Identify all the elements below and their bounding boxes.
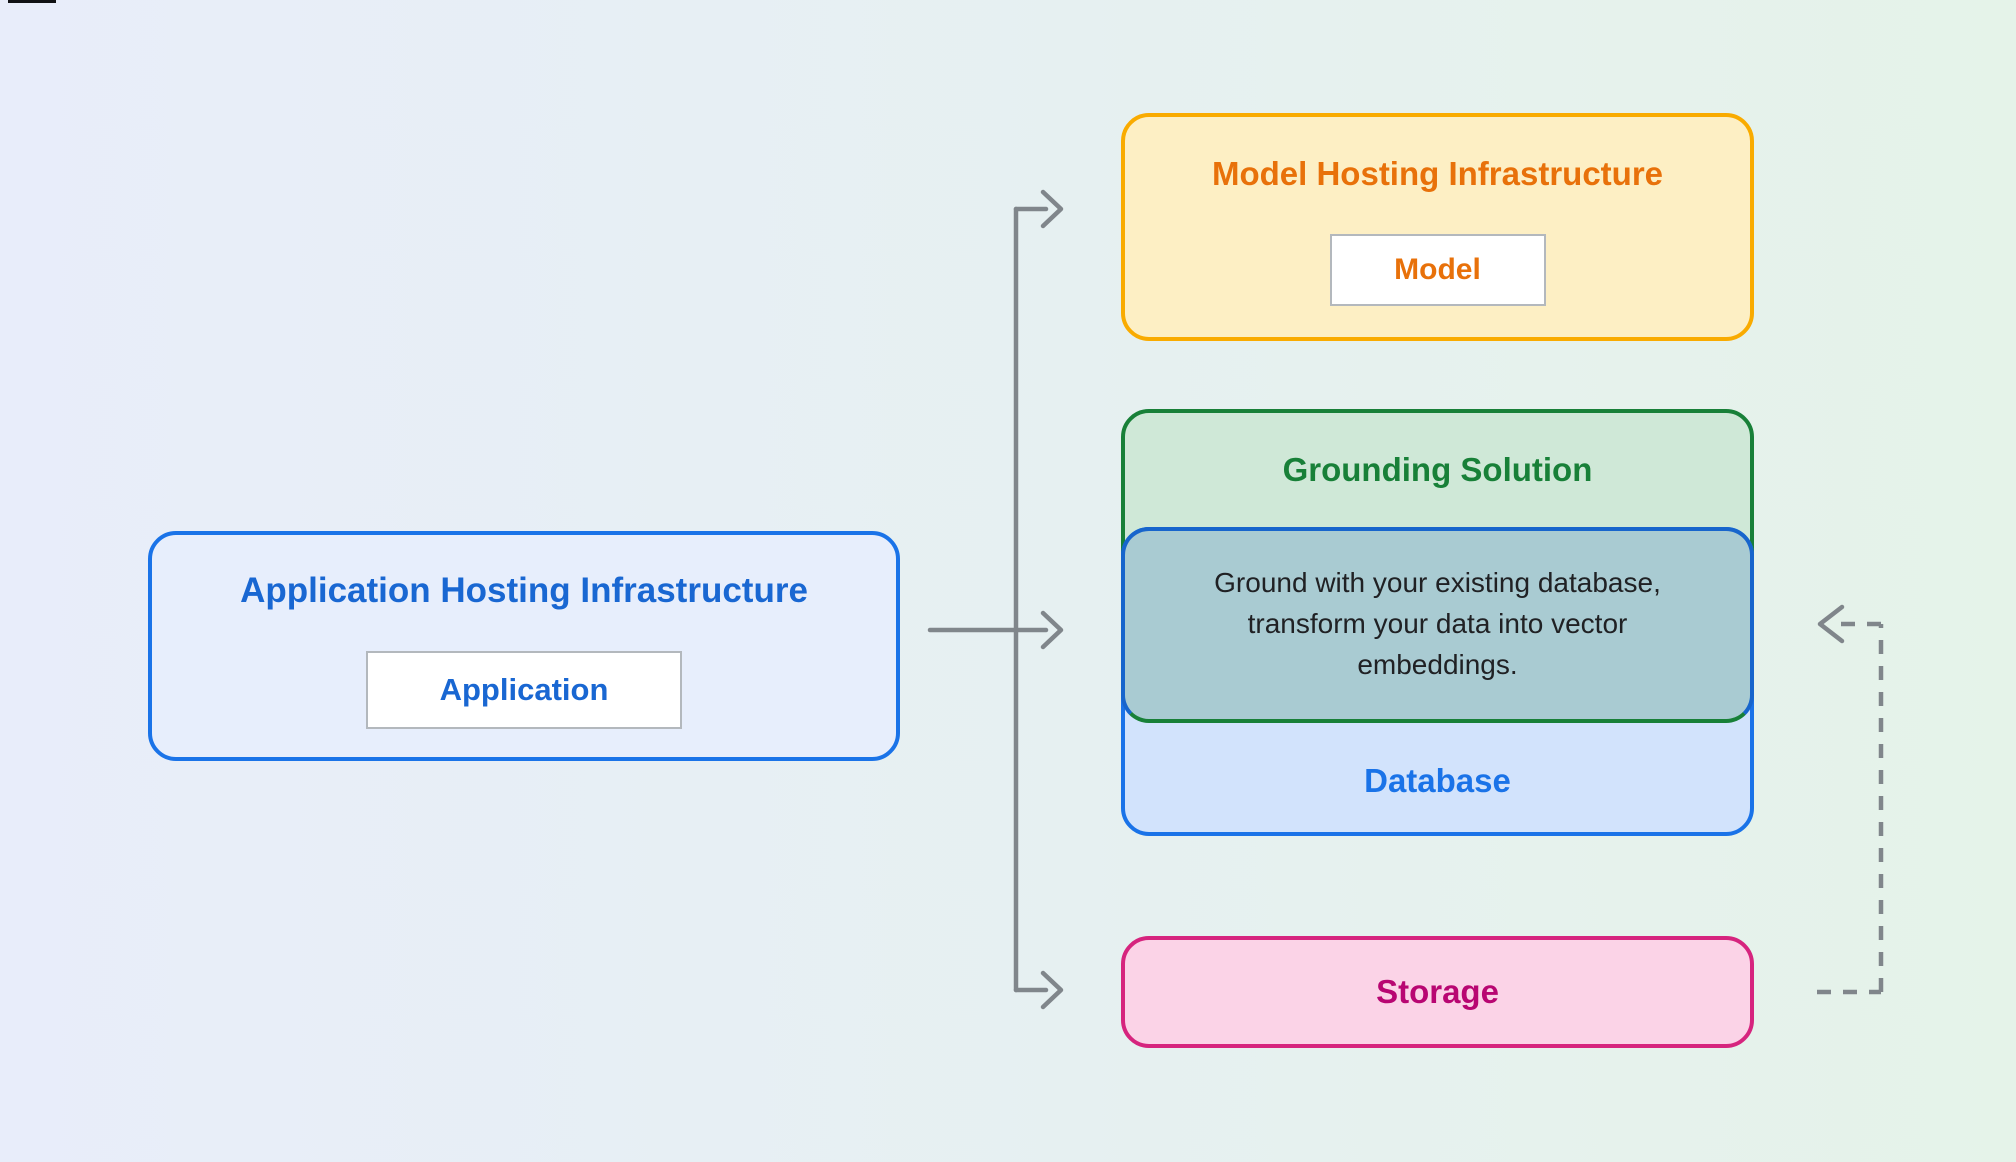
grounding-description: Ground with your existing database, tran…: [1214, 566, 1661, 680]
application-hosting-title: Application Hosting Infrastructure: [240, 571, 808, 610]
solid-branch-connector: [927, 189, 1064, 1010]
storage-label: Storage: [1376, 973, 1499, 1010]
application-hosting-box: Application Hosting Infrastructure Appli…: [148, 531, 900, 761]
application-chip: Application: [366, 651, 682, 729]
grounding-solution-title: Grounding Solution: [1282, 451, 1593, 488]
dashed-path: [1817, 621, 1884, 995]
model-chip-label: Model: [1394, 253, 1481, 286]
screenshot-corner-artifact: [8, 0, 56, 3]
arrowhead-right-icon: [1040, 189, 1064, 229]
dashed-feedback-connector: [1817, 604, 1884, 995]
arrowhead-left-icon: [1817, 604, 1845, 644]
arrowhead-right-icon: [1040, 970, 1064, 1010]
model-hosting-box: Model Hosting Infrastructure Model: [1121, 113, 1754, 341]
grounding-database-overlap-box: Ground with your existing database, tran…: [1121, 527, 1754, 723]
storage-box: Storage: [1121, 936, 1754, 1048]
arrowhead-right-icon: [1040, 610, 1064, 650]
model-hosting-title: Model Hosting Infrastructure: [1211, 155, 1664, 192]
database-label: Database: [1364, 762, 1511, 799]
application-chip-label: Application: [439, 672, 609, 707]
model-chip: Model: [1329, 234, 1546, 306]
